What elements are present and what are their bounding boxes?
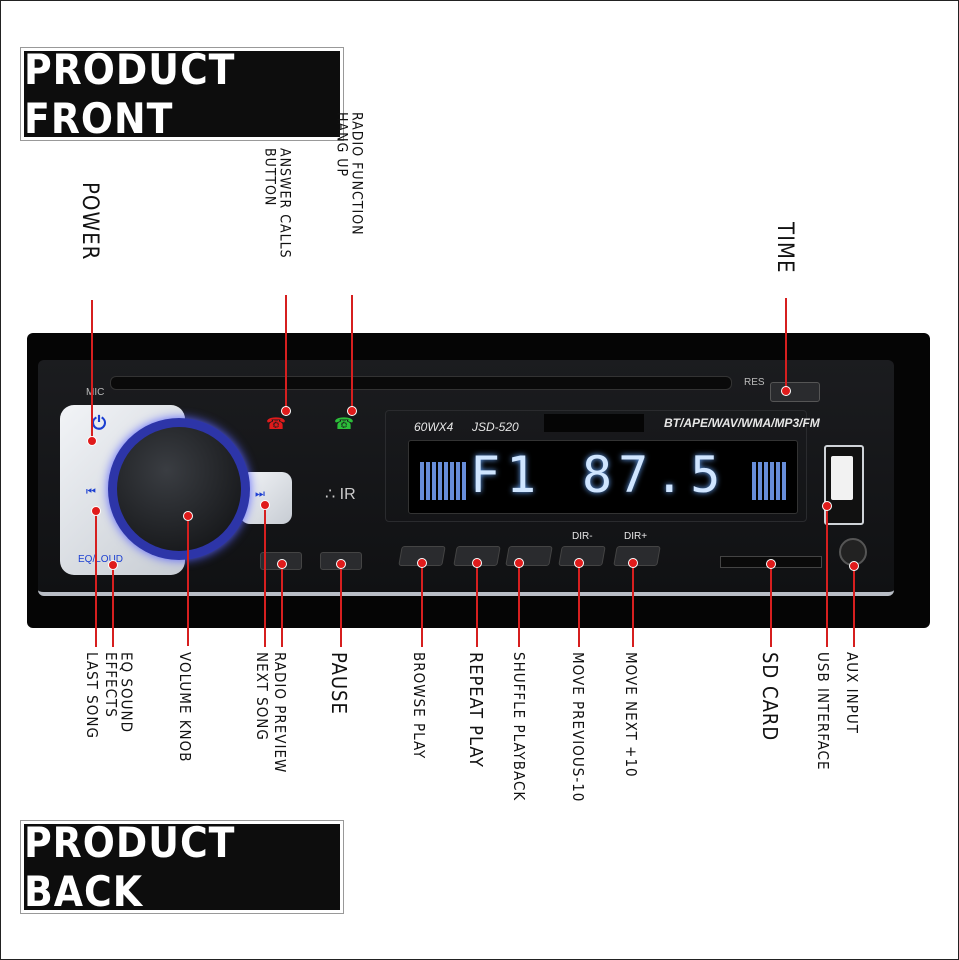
label-move-next: MOVE NEXT +10 [621, 652, 640, 778]
res-label: RES [744, 377, 765, 388]
leader-repeat [476, 563, 478, 647]
lcd-spectrum-right [752, 462, 788, 500]
label-pause: PAUSE [327, 652, 351, 715]
label-last-song: LAST SONG [82, 652, 101, 739]
dir-minus-label: DIR- [572, 531, 593, 542]
marker-radio-hangup [347, 406, 357, 416]
label-answer-calls: ANSWER CALLS BUTTON [261, 148, 293, 259]
lcd-spectrum-left [420, 462, 468, 500]
label-sd-card: SD CARD [758, 652, 782, 742]
label-move-previous: MOVE PREVIOUS-10 [568, 652, 587, 803]
leader-radio-hangup [351, 295, 353, 411]
usb-port[interactable] [831, 456, 853, 500]
leader-power [91, 300, 93, 440]
lcd-display [408, 440, 798, 514]
marker-eq [108, 560, 118, 570]
display-window-top [544, 414, 644, 432]
leader-sd-card [770, 564, 772, 647]
ir-receiver-icon: ∴ IR [325, 486, 356, 503]
label-shuffle-playback: SHUFFLE PLAYBACK [509, 652, 528, 802]
marker-radio-preview [277, 559, 287, 569]
marker-last-song [91, 506, 101, 516]
marker-repeat [472, 558, 482, 568]
label-next-song: NEXT SONG [252, 652, 271, 741]
mic-label: MIC [86, 387, 105, 398]
time-button[interactable] [770, 382, 820, 402]
marker-answer-calls [281, 406, 291, 416]
label-power: POWER [77, 182, 103, 261]
disc-slot [110, 376, 732, 390]
marker-move-next [628, 558, 638, 568]
next-track-icon-glyph: ⏭ [255, 488, 265, 500]
label-radio-preview: RADIO PREVIEW [270, 652, 289, 774]
product-back-banner: PRODUCT BACK [24, 818, 340, 916]
eq-loud-label: EQ/LOUD [78, 554, 124, 565]
leader-last-song [95, 512, 97, 647]
marker-browse [417, 558, 427, 568]
leader-pause [340, 564, 342, 647]
label-radio-hangup: RADIO FUNCTION HANG UP [333, 112, 365, 236]
previous-track-icon[interactable]: ⏮ [86, 486, 96, 498]
answer-call-icon[interactable]: ☎ [266, 416, 286, 433]
label-usb-interface: USB INTERFACE [813, 652, 832, 771]
volume-knob[interactable] [117, 427, 241, 551]
label-eq-sound: EQ SOUND EFFECTS [101, 652, 136, 733]
marker-time [781, 386, 791, 396]
leader-move-next [632, 563, 634, 647]
marker-volume [183, 511, 193, 521]
marker-aux [849, 561, 859, 571]
formats-label: BT/APE/WAV/WMA/MP3/FM [664, 416, 820, 430]
leader-usb [826, 506, 828, 647]
marker-pause [336, 559, 346, 569]
leader-next-song [264, 505, 266, 647]
label-volume-knob: VOLUME KNOB [175, 652, 194, 763]
leader-answer-calls [285, 295, 287, 411]
marker-power [87, 436, 97, 446]
leader-shuffle [518, 563, 520, 647]
marker-usb [822, 501, 832, 511]
model-power-label: 60WX4 [414, 420, 454, 434]
label-repeat-play: REPEAT PLAY [464, 652, 486, 768]
marker-shuffle [514, 558, 524, 568]
power-icon[interactable]: ⏻ [91, 413, 107, 433]
label-browse-play: BROWSE PLAY [409, 652, 428, 760]
leader-volume [187, 516, 189, 646]
label-aux-input: AUX INPUT [842, 652, 861, 734]
leader-time [785, 298, 787, 390]
marker-move-previous [574, 558, 584, 568]
marker-sd-card [766, 559, 776, 569]
leader-move-previous [578, 563, 580, 647]
display-panel [385, 410, 807, 522]
marker-next-song [260, 500, 270, 510]
product-front-banner: PRODUCT FRONT [24, 45, 340, 143]
leader-radio-preview [281, 564, 283, 647]
label-time: TIME [772, 222, 798, 274]
leader-browse [421, 563, 423, 647]
lcd-band-text: F1 [470, 446, 543, 504]
leader-aux [853, 566, 855, 647]
hang-up-icon[interactable]: ☎ [334, 416, 354, 433]
shuffle-playback-button[interactable] [505, 546, 553, 566]
model-name-label: JSD-520 [472, 420, 519, 434]
lcd-frequency-text: 87.5 [582, 446, 727, 504]
dir-plus-label: DIR+ [624, 531, 648, 542]
leader-eq [112, 565, 114, 647]
